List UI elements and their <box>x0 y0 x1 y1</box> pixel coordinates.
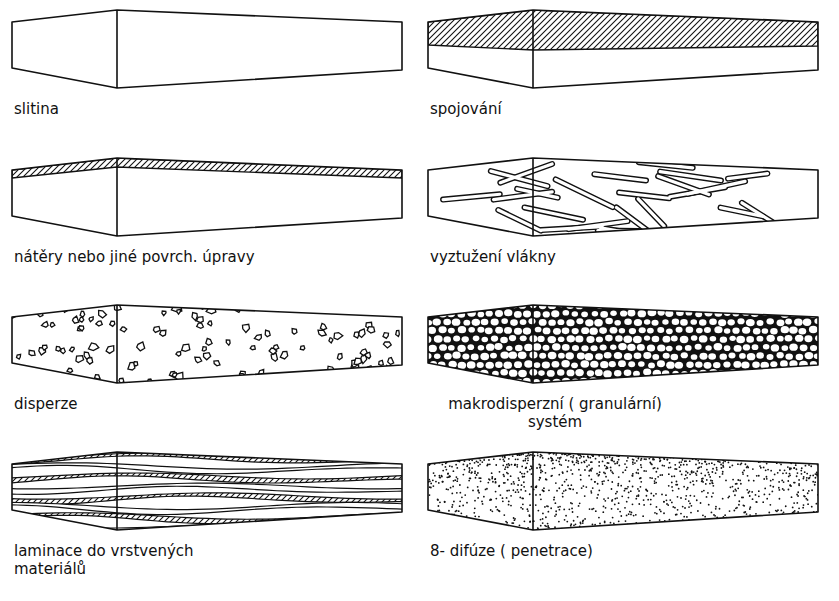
dispersion-block <box>8 301 402 387</box>
caption-label: slitina <box>14 100 394 118</box>
fiber-block <box>428 158 818 239</box>
alloy-block <box>12 10 402 88</box>
diffusion-block <box>427 451 818 533</box>
caption-label: spojování <box>430 100 810 118</box>
joined-block <box>428 10 818 88</box>
caption-label: vyztužení vlákny <box>430 248 810 266</box>
caption-label: nátěry nebo jiné povrch. úpravy <box>14 248 394 266</box>
caption-label: 8- difúze ( penetrace) <box>430 542 810 560</box>
caption-label: laminace do vrstvených materiálů <box>14 542 244 578</box>
caption-label: disperze <box>14 395 394 413</box>
granular-block <box>423 300 827 386</box>
laminate-block <box>7 452 407 534</box>
caption-label: makrodisperzní ( granulární) systém <box>430 395 680 431</box>
coated-block <box>12 158 402 236</box>
